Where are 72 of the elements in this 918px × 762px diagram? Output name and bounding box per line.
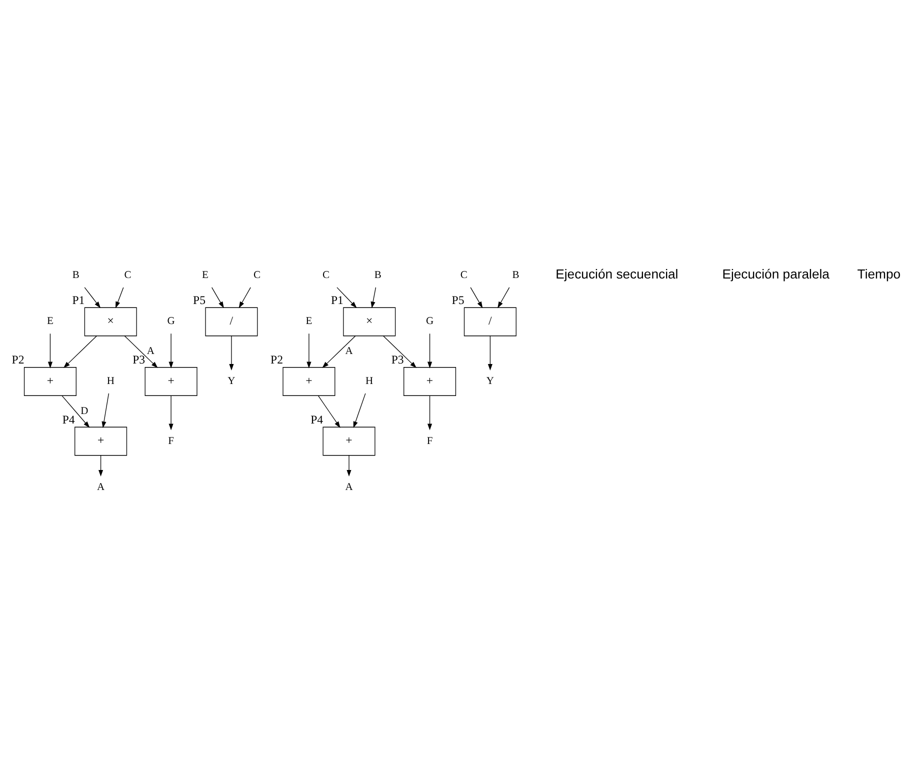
- arrow: [370, 286, 376, 308]
- node-text: E: [306, 316, 312, 327]
- node-text: Y: [228, 375, 236, 386]
- arrow: [353, 392, 366, 428]
- node-label: P1: [72, 292, 85, 306]
- node-label: P2: [12, 352, 24, 366]
- arrow: [229, 335, 234, 370]
- arrow: [346, 454, 352, 476]
- node-label: P1: [330, 292, 344, 306]
- node-text: G: [167, 316, 175, 327]
- node-label: P4: [310, 412, 324, 426]
- node-box: ×: [84, 306, 137, 336]
- node-box: +: [144, 366, 198, 396]
- edge-label: D: [80, 405, 88, 416]
- node-text: B: [72, 269, 80, 280]
- node-label: P3: [391, 352, 404, 366]
- arrow: [168, 332, 174, 368]
- arrow: [98, 454, 104, 476]
- arrow: [322, 335, 356, 368]
- node-text: C: [322, 269, 330, 280]
- node-box: /: [205, 306, 258, 336]
- node-text: E: [47, 316, 54, 327]
- node-text: Y: [486, 375, 494, 386]
- node-box: +: [282, 366, 336, 396]
- arrow: [336, 286, 357, 308]
- arrow: [427, 394, 432, 430]
- node-label: P5: [193, 292, 206, 306]
- node-text: B: [512, 269, 520, 280]
- node-box: +: [404, 366, 456, 396]
- node-box: ×: [343, 306, 396, 336]
- node-label: P5: [452, 292, 464, 306]
- arrow: [427, 332, 432, 368]
- node-text: A: [345, 482, 353, 493]
- node-text: B: [374, 269, 382, 280]
- node-label: P2: [270, 352, 284, 366]
- arrow: [116, 286, 124, 308]
- node-text: F: [168, 435, 174, 446]
- arrow: [48, 332, 53, 368]
- label: Tiempo: [857, 266, 901, 282]
- arrow: [63, 335, 97, 368]
- node-text: F: [426, 435, 433, 446]
- label: Ejecución paralela: [722, 266, 830, 282]
- arrow: [318, 394, 340, 428]
- arrow: [488, 335, 492, 370]
- node-text: C: [254, 269, 261, 280]
- node-text: C: [460, 269, 468, 280]
- label: Ejecución secuencial: [556, 266, 678, 282]
- node-box: +: [24, 366, 76, 396]
- edge-label: A: [345, 346, 353, 357]
- node-text: C: [124, 269, 132, 280]
- node-label: P4: [62, 412, 75, 426]
- node-text: H: [106, 375, 114, 386]
- arrow: [168, 394, 174, 430]
- node-box: +: [322, 426, 376, 456]
- arrow: [62, 394, 90, 428]
- node-text: E: [202, 269, 208, 280]
- arrow: [84, 286, 101, 308]
- node-box: /: [464, 306, 516, 336]
- arrow: [212, 286, 224, 308]
- node-text: A: [96, 482, 105, 493]
- node-label: P3: [132, 352, 146, 366]
- arrow: [470, 286, 483, 308]
- arrow: [102, 392, 110, 428]
- node-text: H: [366, 375, 374, 386]
- arrow: [124, 335, 158, 368]
- arrow: [306, 332, 312, 368]
- arrow: [238, 286, 251, 308]
- node-box: +: [74, 426, 128, 456]
- arrow: [383, 335, 417, 368]
- edge-label: A: [146, 346, 154, 357]
- arrow: [498, 286, 510, 308]
- node-text: G: [426, 316, 434, 327]
